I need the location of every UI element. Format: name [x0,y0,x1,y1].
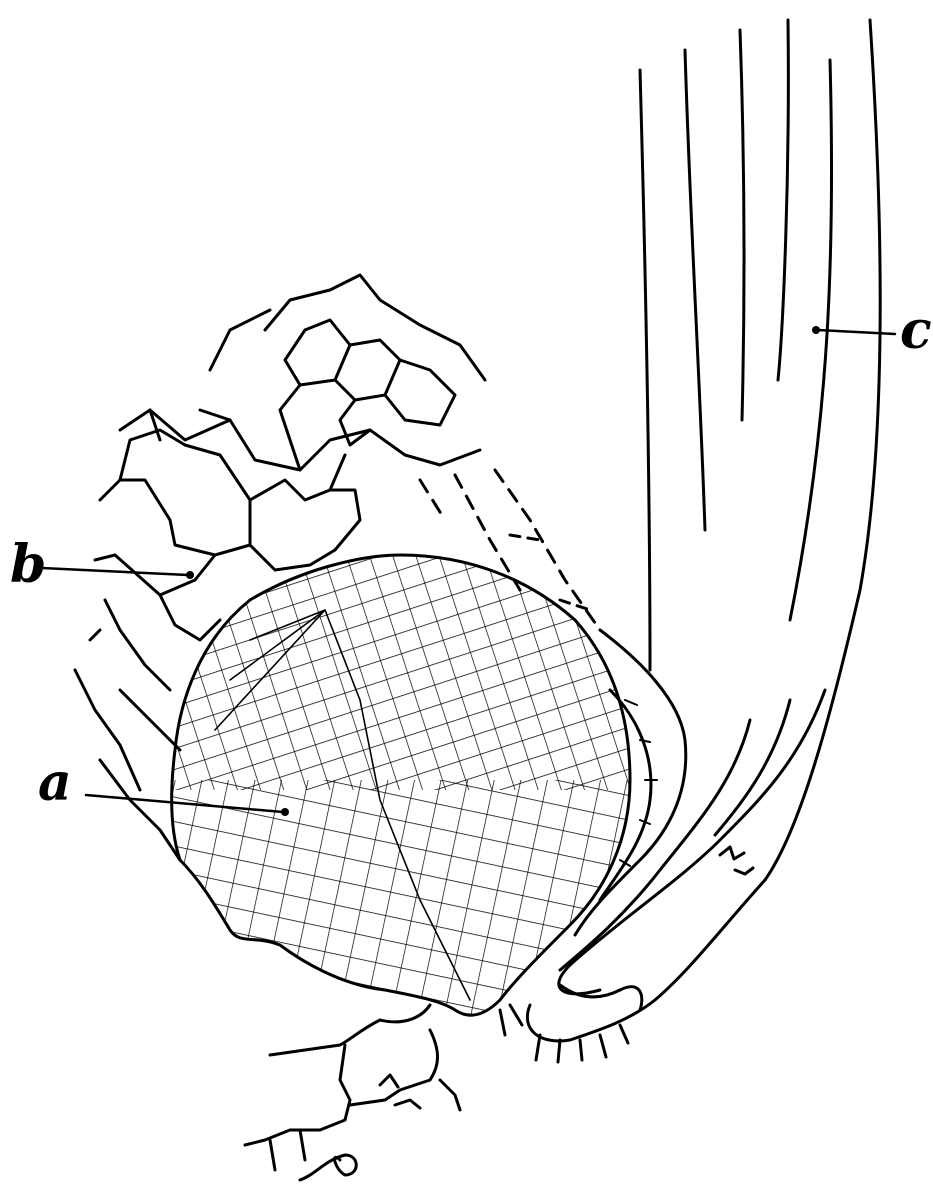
stem-striation-4 [788,58,834,622]
reticulate-body-a [170,553,632,1017]
stem-outer-left [638,68,652,672]
label-a-group: a [38,752,289,816]
stem-striation-2 [738,28,746,422]
label-c: c [900,300,932,361]
label-a: a [38,752,72,813]
sheath [573,628,688,937]
stem-wall-inner-2 [713,698,792,837]
root-filaments [243,1003,524,1182]
stem-wall-inner [558,718,752,972]
stem-outer-right [763,18,882,882]
stem-tip-cell [558,983,644,1012]
label-b-group: b [10,534,194,595]
stem-lower-right [525,878,767,1043]
label-b: b [10,534,46,595]
stem-striation-3 [776,18,790,382]
label-c-group: c [812,300,932,361]
stem-c [525,18,882,1064]
stem-striation-1 [683,48,707,532]
stem-tip-hairs [534,1023,630,1064]
stem-kink [718,845,755,876]
host-tissue-b [73,273,602,862]
